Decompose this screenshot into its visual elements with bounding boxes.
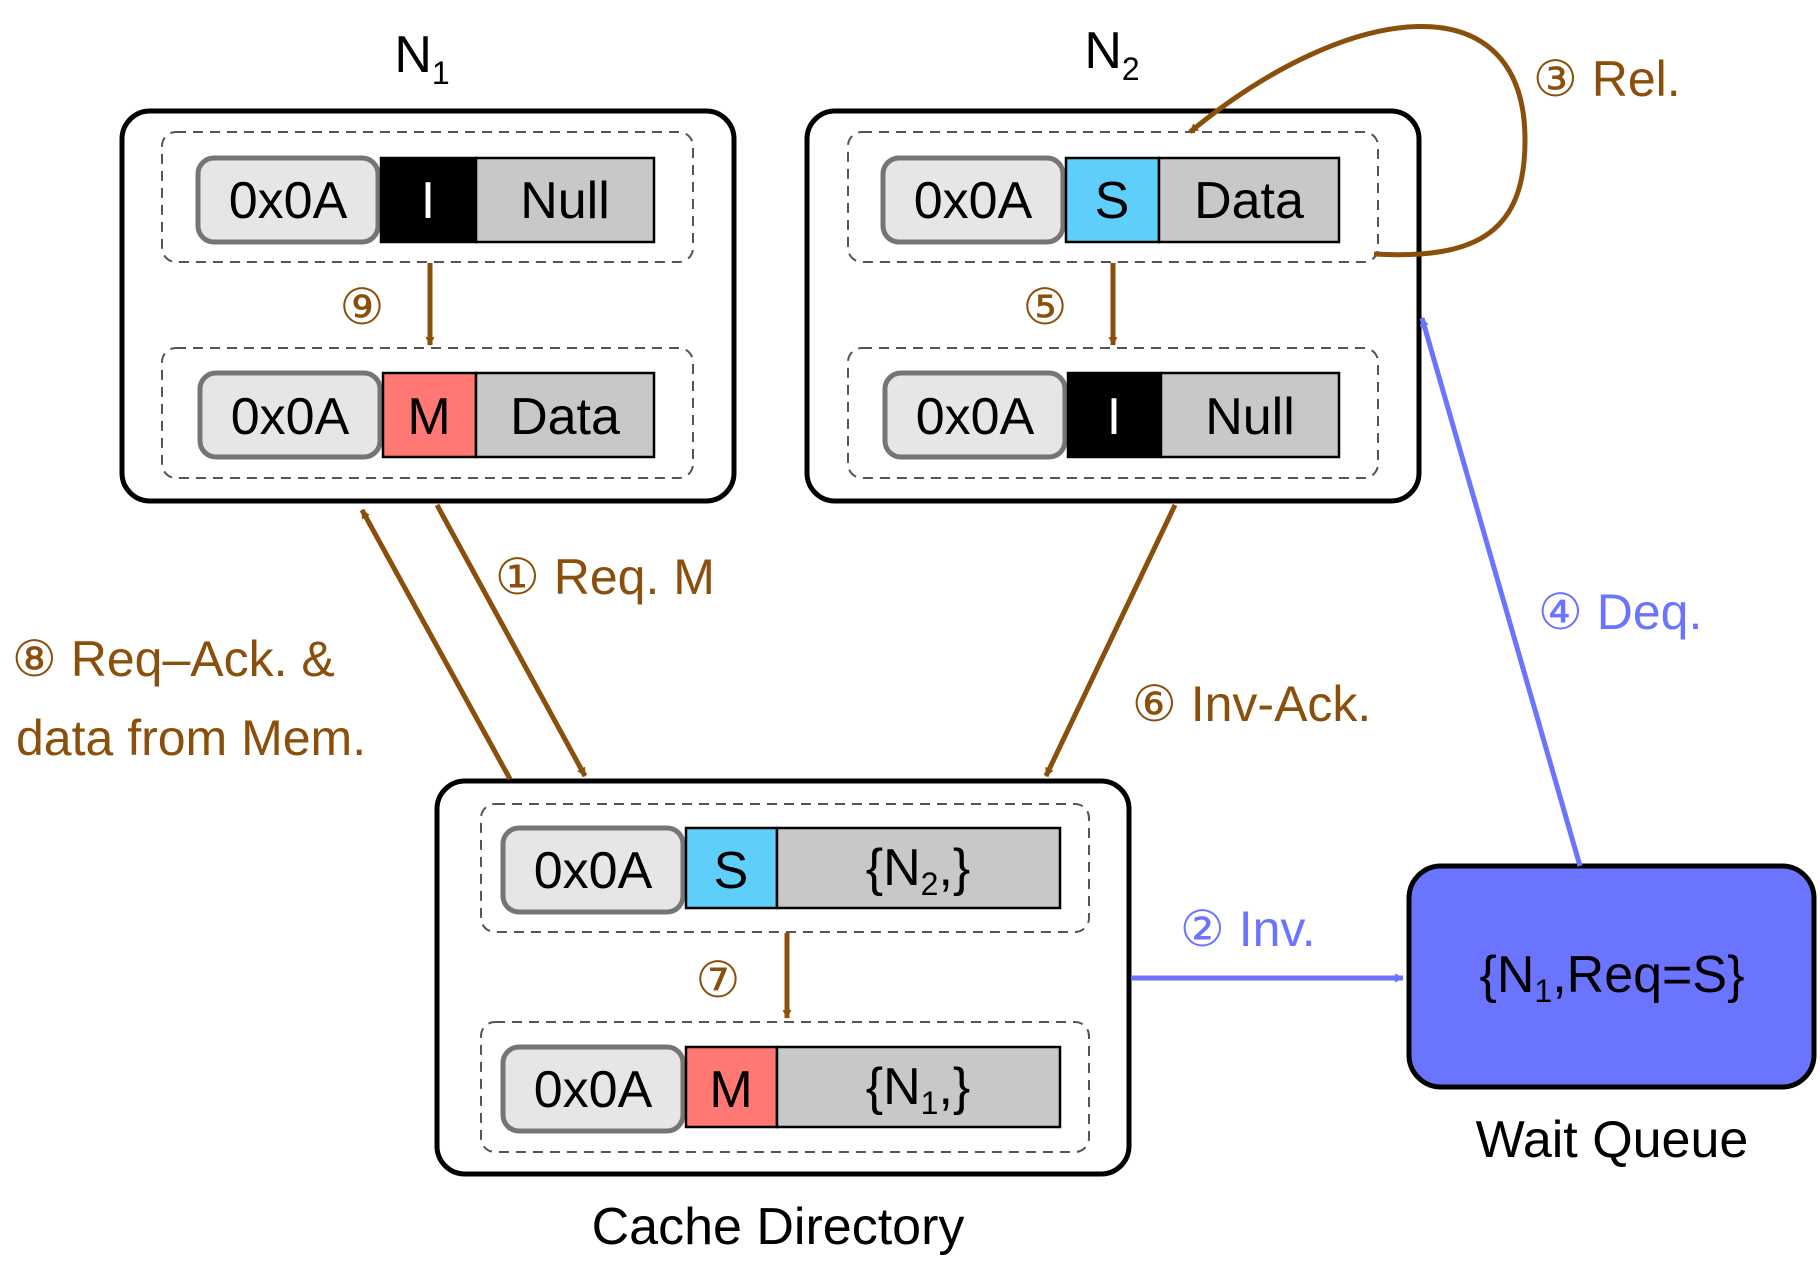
address-label: 0x0A <box>229 172 348 230</box>
state-cell-shared <box>1064 156 1161 244</box>
step-8-label-line2: data from Mem. <box>16 710 366 766</box>
step-8-arrow <box>359 508 513 781</box>
address-cell <box>197 370 383 460</box>
node-n2-entry-after: 0x0A I Null <box>847 347 1379 479</box>
step-4-arrow <box>1419 317 1583 867</box>
step-7-label: ⑦ <box>696 952 741 1008</box>
wait-queue-entry: {N1,Req=S} <box>1480 946 1745 1009</box>
address-cell <box>195 155 381 245</box>
directory-entry-before: 0x0A S {N2,} <box>480 803 1090 933</box>
data-label: Data <box>510 388 620 446</box>
dashed-frame <box>161 347 694 479</box>
data-cell <box>474 371 656 459</box>
step-6-label: ⑥ Inv-Ack. <box>1132 676 1371 732</box>
state-cell-shared <box>684 826 779 910</box>
cache-directory-caption: Cache Directory <box>592 1198 965 1256</box>
cache-directory: 0x0A S {N2,} 0x0A M {N1,} ⑦ Cache Direct… <box>434 778 1132 1256</box>
address-label: 0x0A <box>534 1061 653 1119</box>
step-6-arrow <box>1043 503 1178 778</box>
data-cell <box>1157 156 1341 244</box>
dashed-frame <box>161 131 694 263</box>
data-label: Data <box>1194 172 1304 230</box>
address-label: 0x0A <box>916 388 1035 446</box>
directory-entry-after: 0x0A M {N1,} <box>480 1021 1090 1153</box>
data-cell <box>1159 371 1341 459</box>
address-cell <box>882 370 1068 460</box>
sharers-cell <box>775 1045 1062 1129</box>
data-label: Null <box>520 172 610 230</box>
state-label: M <box>407 388 450 446</box>
step-9-label: ⑨ <box>340 279 385 335</box>
node-n1-entry-before: 0x0A I Null <box>161 131 694 263</box>
state-label: M <box>709 1061 752 1119</box>
address-cell <box>880 155 1066 245</box>
address-label: 0x0A <box>914 172 1033 230</box>
sharers-cell <box>775 826 1062 910</box>
state-label: I <box>421 172 435 230</box>
state-cell-modified <box>684 1045 779 1129</box>
dashed-frame <box>480 1021 1090 1153</box>
node-n1: N1 0x0A I Null 0x0A M Data ⑨ <box>119 26 737 504</box>
step-3-label: ③ Rel. <box>1533 51 1681 107</box>
data-cell <box>474 156 656 244</box>
address-cell <box>500 825 686 915</box>
data-label: Null <box>1205 388 1295 446</box>
node-n1-entry-after: 0x0A M Data <box>161 347 694 479</box>
address-label: 0x0A <box>231 388 350 446</box>
state-label: S <box>1095 172 1130 230</box>
node-n2-entry-before: 0x0A S Data <box>847 131 1379 263</box>
dashed-frame <box>480 803 1090 933</box>
step-5-label: ⑤ <box>1023 279 1068 335</box>
address-cell <box>500 1044 686 1134</box>
state-label: S <box>714 842 749 900</box>
wait-queue-caption: Wait Queue <box>1476 1111 1749 1169</box>
state-label: I <box>1107 388 1121 446</box>
step-2-label: ② Inv. <box>1180 901 1316 957</box>
step-1-arrow <box>434 503 588 778</box>
wait-queue-box <box>1406 863 1817 1090</box>
sharers-label: {N1,} <box>866 1058 971 1121</box>
node-n2-title: N2 <box>1084 22 1139 87</box>
wait-queue: {N1,Req=S} Wait Queue <box>1406 863 1817 1169</box>
step-8-label-line1: ⑧ Req–Ack. & <box>12 631 335 687</box>
sharers-label: {N2,} <box>866 839 971 902</box>
node-n2: N2 0x0A S Data 0x0A I Null ⑤ <box>804 22 1422 504</box>
step-4-label: ④ Deq. <box>1538 584 1702 640</box>
node-n1-title: N1 <box>394 26 449 91</box>
step-1-label: ① Req. M <box>495 549 715 605</box>
address-label: 0x0A <box>534 842 653 900</box>
step-3-arrow <box>1188 24 1528 258</box>
